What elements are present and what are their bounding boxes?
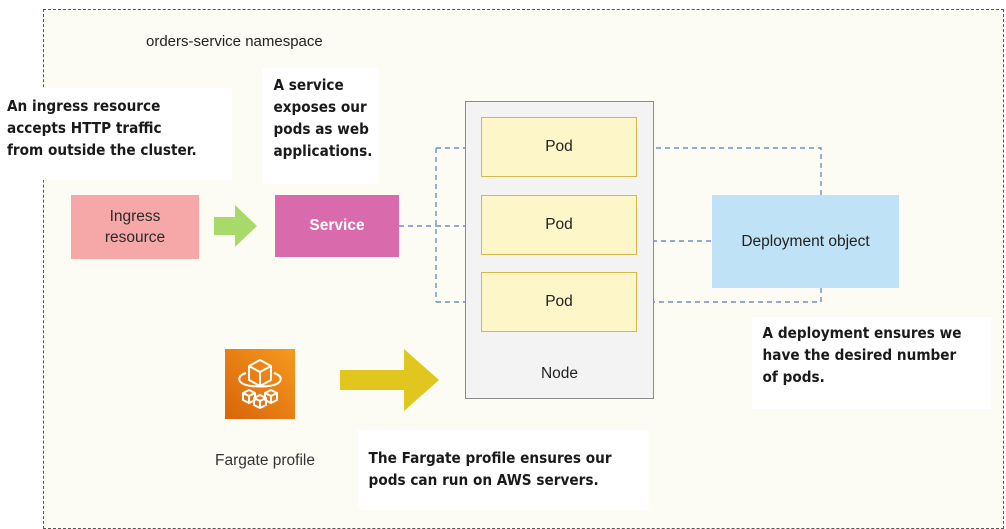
callout-line: accepts HTTP traffic	[7, 119, 162, 137]
pod-label: Pod	[545, 293, 573, 310]
callout-line: of pods.	[762, 368, 825, 386]
ingress-resource-box: Ingress resource	[71, 195, 199, 259]
callout-line: exposes our	[273, 98, 367, 116]
fargate-profile-label: Fargate profile	[215, 452, 315, 469]
deployment-to-pod-3-arrow	[637, 288, 822, 307]
aws-fargate-icon	[225, 349, 295, 419]
callout-line: An ingress resource	[7, 97, 161, 115]
pod-label: Pod	[545, 216, 573, 233]
callout-line: pods can run on AWS servers.	[368, 471, 599, 489]
deployment-to-pod-1-arrow	[637, 143, 822, 195]
callout-line: pods as web	[273, 120, 369, 138]
callout-line: from outside the cluster.	[7, 141, 197, 159]
pod-box: Pod	[481, 195, 637, 255]
green-block-arrow-right-icon	[214, 205, 257, 247]
ingress-label-line1: Ingress	[109, 208, 161, 225]
callout-line: have the desired number	[762, 346, 957, 364]
node-label: Node	[540, 365, 579, 382]
fargate-callout: The Fargate profile ensures our pods can…	[358, 430, 649, 510]
callout-line: applications.	[273, 142, 373, 160]
callout-line: The Fargate profile ensures our	[368, 449, 612, 467]
pod-label: Pod	[545, 138, 573, 155]
service-callout: A service exposes our pods as web applic…	[262, 68, 380, 184]
namespace-label: orders-service namespace	[146, 33, 323, 50]
ingress-callout: An ingress resource accepts HTTP traffic…	[7, 88, 233, 180]
deployment-callout: A deployment ensures we have the desired…	[752, 317, 992, 409]
deployment-label: Deployment object	[741, 232, 870, 250]
service-box: Service	[275, 195, 399, 257]
pod-box: Pod	[481, 117, 637, 177]
callout-line: A deployment ensures we	[762, 324, 962, 342]
callout-line: A service	[273, 76, 344, 94]
ingress-label-line2: resource	[104, 229, 166, 246]
deployment-object-box: Deployment object	[712, 195, 899, 288]
pod-box: Pod	[481, 272, 637, 332]
yellow-block-arrow-right-icon	[340, 349, 439, 411]
service-label: Service	[309, 217, 365, 234]
